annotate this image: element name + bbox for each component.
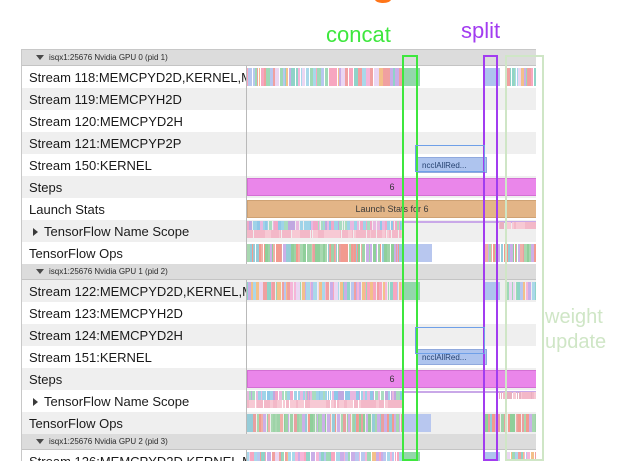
- row-label-text: Stream 151:KERNEL: [29, 349, 152, 365]
- group-header-label: isqx1:25676 Nvidia GPU 1 (pid 2): [49, 267, 168, 276]
- chevron-right-icon[interactable]: [33, 228, 38, 236]
- row-label: Steps: [22, 368, 246, 390]
- row-label-text: TensorFlow Ops: [29, 245, 123, 261]
- row-label-text: TensorFlow Ops: [29, 415, 123, 431]
- timeline-track[interactable]: ncclAllRed...: [246, 154, 536, 176]
- timeline-track[interactable]: Launch Stats for 6: [246, 198, 536, 220]
- row-label: Stream 151:KERNEL: [22, 346, 246, 368]
- group-header-gpu2[interactable]: isqx1:25676 Nvidia GPU 2 (pid 3): [22, 434, 536, 450]
- timeline-track[interactable]: [246, 220, 536, 242]
- chevron-down-icon[interactable]: [36, 55, 44, 60]
- timeline-track[interactable]: [246, 66, 536, 88]
- chevron-right-icon[interactable]: [33, 398, 38, 406]
- timeline-panel[interactable]: isqx1:25676 Nvidia GPU 0 (pid 1) Stream 1…: [21, 49, 536, 461]
- group-header-gpu1[interactable]: isqx1:25676 Nvidia GPU 1 (pid 2): [22, 264, 536, 280]
- row-label-text: Stream 126:MEMCPYD2D,KERNEL,MI: [29, 453, 246, 461]
- nccl-allreduce-bar[interactable]: ncclAllRed...: [417, 157, 487, 173]
- row-label-text: TensorFlow Name Scope: [44, 223, 190, 239]
- timeline-row[interactable]: Stream 150:KERNEL ncclAllRed...: [22, 154, 536, 176]
- annotation-weight-update-line1: weight: [545, 306, 603, 328]
- timeline-track[interactable]: [246, 242, 536, 264]
- row-label-text: Stream 122:MEMCPYD2D,KERNEL,MI: [29, 283, 246, 299]
- group-header-gpu0[interactable]: isqx1:25676 Nvidia GPU 0 (pid 1): [22, 50, 536, 66]
- row-label: TensorFlow Ops: [22, 242, 246, 264]
- timeline-row[interactable]: Stream 119:MEMCPYH2D: [22, 88, 536, 110]
- row-label-text: Stream 118:MEMCPYD2D,KERNEL,ME: [29, 69, 246, 85]
- annotation-weight-update: weight update: [545, 305, 606, 355]
- timeline-row[interactable]: Stream 124:MEMCPYD2H: [22, 324, 536, 346]
- annotation-split: split: [461, 18, 501, 43]
- timeline-row[interactable]: Stream 123:MEMCPYH2D: [22, 302, 536, 324]
- row-label-text: Launch Stats: [29, 201, 105, 217]
- timeline-track[interactable]: [246, 390, 536, 412]
- row-label: Launch Stats: [22, 198, 246, 220]
- timeline-track[interactable]: 6: [246, 368, 536, 390]
- annotation-weight-update-line2: update: [545, 331, 607, 353]
- orange-clipped-marker: [375, 0, 391, 3]
- row-label-text: Stream 119:MEMCPYH2D: [29, 91, 182, 107]
- timeline-row[interactable]: Steps 6: [22, 176, 536, 198]
- timeline-row[interactable]: TensorFlow Name Scope: [22, 220, 536, 242]
- row-label: Steps: [22, 176, 246, 198]
- timeline-track[interactable]: [246, 412, 536, 434]
- timeline-row[interactable]: Launch Stats Launch Stats for 6: [22, 198, 536, 220]
- timeline-row[interactable]: Stream 118:MEMCPYD2D,KERNEL,ME: [22, 66, 536, 88]
- timeline-track[interactable]: 6: [246, 176, 536, 198]
- row-label-text: Steps: [29, 179, 63, 195]
- timeline-row[interactable]: Stream 121:MEMCPYP2P: [22, 132, 536, 154]
- timeline-row[interactable]: Stream 151:KERNEL ncclAllRed...: [22, 346, 536, 368]
- launch-stats-bar[interactable]: Launch Stats for 6: [247, 200, 536, 218]
- row-label: Stream 150:KERNEL: [22, 154, 246, 176]
- timeline-row[interactable]: TensorFlow Name Scope: [22, 390, 536, 412]
- chevron-down-icon[interactable]: [36, 439, 44, 444]
- row-label: TensorFlow Ops: [22, 412, 246, 434]
- group-header-label: isqx1:25676 Nvidia GPU 0 (pid 1): [49, 53, 168, 62]
- group-header-label: isqx1:25676 Nvidia GPU 2 (pid 3): [49, 437, 168, 446]
- chevron-down-icon[interactable]: [36, 269, 44, 274]
- row-label-text: TensorFlow Name Scope: [44, 393, 190, 409]
- row-label: Stream 119:MEMCPYH2D: [22, 88, 246, 110]
- namescope-thin-line: [402, 391, 536, 393]
- row-label-text: Stream 120:MEMCPYD2H: [29, 113, 183, 129]
- row-label: Stream 122:MEMCPYD2D,KERNEL,MI: [22, 280, 246, 302]
- timeline-track[interactable]: [246, 324, 536, 346]
- row-label: Stream 120:MEMCPYD2H: [22, 110, 246, 132]
- timeline-row[interactable]: TensorFlow Ops: [22, 242, 536, 264]
- row-label: Stream 126:MEMCPYD2D,KERNEL,MI: [22, 450, 246, 461]
- row-label-text: Stream 123:MEMCPYH2D: [29, 305, 183, 321]
- row-label-text: Stream 150:KERNEL: [29, 157, 152, 173]
- timeline-track[interactable]: [246, 88, 536, 110]
- row-label-text: Stream 124:MEMCPYD2H: [29, 327, 183, 343]
- timeline-track[interactable]: ncclAllRed...: [246, 346, 536, 368]
- row-label: TensorFlow Name Scope: [22, 220, 246, 242]
- namescope-thin-line: [402, 221, 536, 223]
- row-label: TensorFlow Name Scope: [22, 390, 246, 412]
- annotation-concat: concat: [326, 22, 391, 47]
- row-label-text: Steps: [29, 371, 63, 387]
- row-label: Stream 121:MEMCPYP2P: [22, 132, 246, 154]
- timeline-track[interactable]: [246, 302, 536, 324]
- row-label-text: Stream 121:MEMCPYP2P: [29, 135, 182, 151]
- timeline-row[interactable]: Stream 120:MEMCPYD2H: [22, 110, 536, 132]
- steps-bar[interactable]: 6: [247, 370, 536, 388]
- row-label: Stream 124:MEMCPYD2H: [22, 324, 246, 346]
- row-label: Stream 118:MEMCPYD2D,KERNEL,ME: [22, 66, 246, 88]
- row-label: Stream 123:MEMCPYH2D: [22, 302, 246, 324]
- timeline-row[interactable]: TensorFlow Ops: [22, 412, 536, 434]
- timeline-track[interactable]: [246, 280, 536, 302]
- timeline-track[interactable]: [246, 132, 536, 154]
- timeline-track[interactable]: [246, 110, 536, 132]
- timeline-row[interactable]: Steps 6: [22, 368, 536, 390]
- nccl-allreduce-bar[interactable]: ncclAllRed...: [417, 349, 487, 365]
- timeline-track[interactable]: [246, 450, 536, 461]
- steps-bar[interactable]: 6: [247, 178, 536, 196]
- timeline-row[interactable]: Stream 122:MEMCPYD2D,KERNEL,MI: [22, 280, 536, 302]
- timeline-row[interactable]: Stream 126:MEMCPYD2D,KERNEL,MI: [22, 450, 536, 461]
